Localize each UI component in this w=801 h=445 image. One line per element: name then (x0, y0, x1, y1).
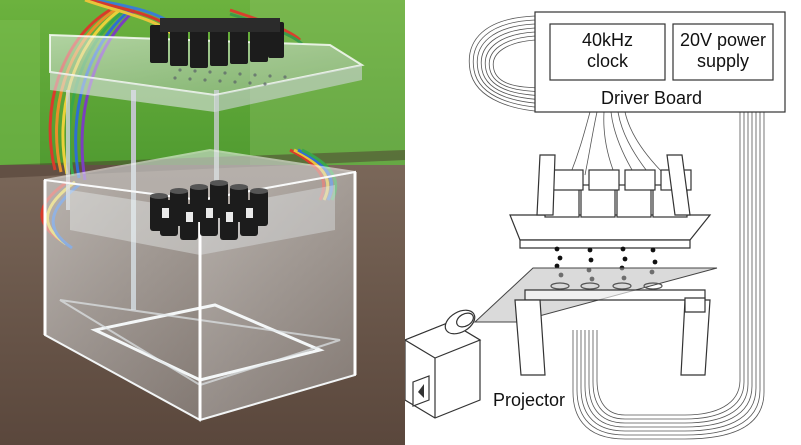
power-supply-label: 20V power supply (673, 30, 773, 72)
levitator-photo (0, 0, 405, 445)
clock-label-line2: clock (586, 51, 628, 71)
projector (405, 309, 482, 419)
levitator-photo-drawing (0, 0, 405, 445)
lower-array (514, 282, 711, 376)
top-transducer-array (150, 18, 284, 68)
transducer-array (509, 154, 712, 249)
clock-label: 40kHz clock (550, 30, 665, 72)
clock-box (549, 23, 666, 81)
power-supply-box (672, 23, 774, 81)
clock-label-line1: 40kHz (581, 30, 634, 50)
ribbon-cables (468, 15, 765, 440)
power-label-line1: 20V power (679, 30, 767, 50)
projector-label: Projector (493, 390, 566, 410)
acrylic-box (43, 148, 357, 422)
bottom-transducer-array (150, 180, 268, 240)
driver-board-label: Driver Board (601, 88, 703, 108)
system-diagram-drawing (405, 11, 786, 440)
power-label-line2: supply (696, 51, 750, 71)
system-diagram: 40kHz clock 20V power supply Driver Boar… (405, 0, 801, 445)
